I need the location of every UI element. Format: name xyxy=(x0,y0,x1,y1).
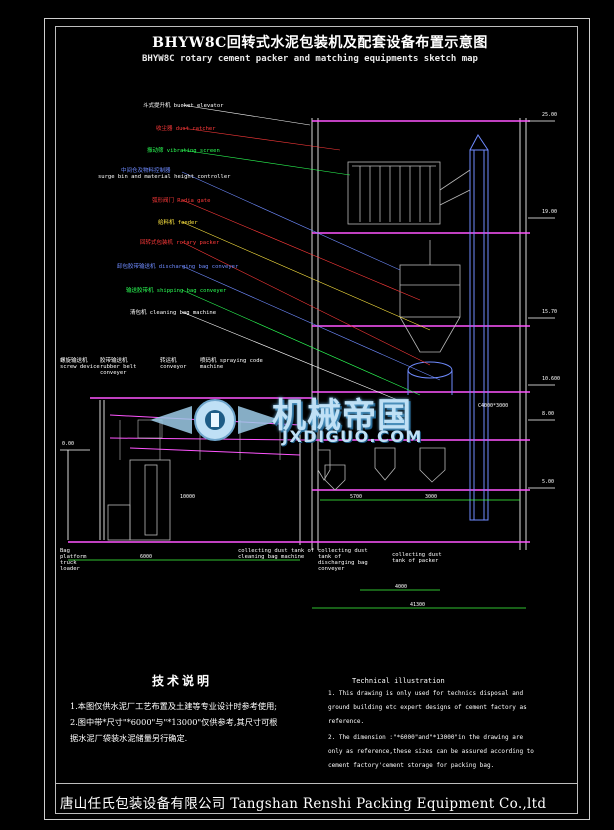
label-truck-loader: Bag platform truck loader xyxy=(60,548,87,572)
elevation-8: 8.00 xyxy=(542,411,555,417)
label-rotary-packer: 回转式包装机 rotary packer xyxy=(140,240,220,246)
label-rubber-belt: 胶带输送机 rubber belt conveyer xyxy=(100,358,137,376)
gear-logo-icon xyxy=(150,399,280,441)
tech-note-en-6: cement factory'cement storage for packin… xyxy=(328,762,495,769)
bucket-elevator xyxy=(469,134,489,521)
label-surge-bin-cn: 中间仓及物料控制器 xyxy=(121,168,171,174)
floor-slabs xyxy=(68,120,530,543)
tech-note-en-3: reference. xyxy=(328,718,365,725)
label-shipping-conveyer: 输送胶带机 shipping bag conveyer xyxy=(126,288,227,294)
dim-3000: 3000 xyxy=(425,494,438,500)
dust-collecting-tanks xyxy=(317,447,446,491)
elevation-15-7: 15.70 xyxy=(542,309,558,315)
tech-note-en-1: 1. This drawing is only used for technic… xyxy=(328,690,524,697)
label-dust-catcher: 收尘器 dust catcher xyxy=(156,126,216,132)
dim-5700: 5700 xyxy=(350,494,363,500)
label-cleaning-machine: 清包机 cleaning bag machine xyxy=(130,310,217,316)
vibrating-screen xyxy=(347,161,471,225)
label-bucket-elevator: 斗式提升机 bucket elevator xyxy=(143,103,224,109)
label-spraying-code: 喷码机 spraying code machine xyxy=(200,358,263,370)
label-dust-tank-packer: collecting dust tank of packer xyxy=(392,552,442,564)
label-discharging-conveyer: 卸包胶带输送机 discharging bag conveyer xyxy=(117,264,239,270)
title-chinese: BHYW8C回转式水泥包装机及配套设备布置示意图 xyxy=(152,35,488,51)
label-dust-tank-cleaning: collecting dust tank of cleaning bag mac… xyxy=(238,548,315,560)
elevation-19: 19.00 xyxy=(542,209,558,215)
logo-url: JXDIGUO.COM xyxy=(282,427,423,446)
elevation-25: 25.00 xyxy=(542,112,558,118)
tech-note-cn-3: 据水泥厂袋装水泥储量另行确定. xyxy=(70,733,188,743)
company-name: 唐山任氏包装设备有限公司 Tangshan Renshi Packing Equ… xyxy=(60,796,547,812)
tech-notes-en-title: Technical illustration xyxy=(352,677,445,685)
dim-41300: 41300 xyxy=(410,602,426,608)
elevation-5: 5.00 xyxy=(542,479,555,485)
logo-wordmark: 机械帝国 xyxy=(272,396,412,436)
label-radia-gate: 弧形阀门 Radia gate xyxy=(152,198,211,204)
label-surge-bin-en: surge bin and material height controller xyxy=(98,174,231,180)
label-dust-tank-discharging: collecting dust tank of discharging bag … xyxy=(318,548,368,572)
dim-10000: 10000 xyxy=(180,494,196,500)
inner-frame xyxy=(55,26,578,814)
dim-6000: 6000 xyxy=(140,554,153,560)
rotary-packer xyxy=(407,361,453,395)
tech-note-cn-1: 1.本图仅供水泥厂工艺布置及土建等专业设计时参考使用; xyxy=(70,701,278,711)
leader-lines xyxy=(181,104,441,406)
title-english: BHYW8C rotary cement packer and matching… xyxy=(142,54,478,64)
building-structure xyxy=(67,118,527,550)
outer-frame xyxy=(44,18,590,820)
tech-note-en-5: only as reference,these sizes can be ass… xyxy=(328,748,534,755)
label-screw-device: 螺旋输送机 screw device xyxy=(60,358,100,370)
tech-note-cn-2: 2.图中带*尺寸"*6000"与"*13000"仅供参考,其尺寸可根 xyxy=(70,717,278,727)
tech-notes-cn-title: 技术说明 xyxy=(152,674,213,688)
tech-note-en-4: 2. The dimension :"*6000"and"*13000"in t… xyxy=(328,734,524,741)
elevation-markers xyxy=(60,120,555,489)
tech-note-en-2: ground building etc expert designs of ce… xyxy=(328,704,527,711)
label-conveyor: 转运机 conveyor xyxy=(160,358,187,370)
label-feeder: 给料机 feeder xyxy=(158,220,198,226)
title-block xyxy=(55,783,578,815)
platform-truck-loader xyxy=(107,459,171,541)
elevation-0: 0.00 xyxy=(62,441,75,447)
elevation-10-6: 10.600 xyxy=(542,376,561,382)
surge-bin xyxy=(399,240,461,353)
dimension-lines xyxy=(68,499,526,609)
dim-4000: 4000 xyxy=(395,584,408,590)
label-vibrating-screen: 振动筛 vibrating screen xyxy=(147,148,220,154)
dim-c4000: C4000*3000 xyxy=(478,403,509,409)
